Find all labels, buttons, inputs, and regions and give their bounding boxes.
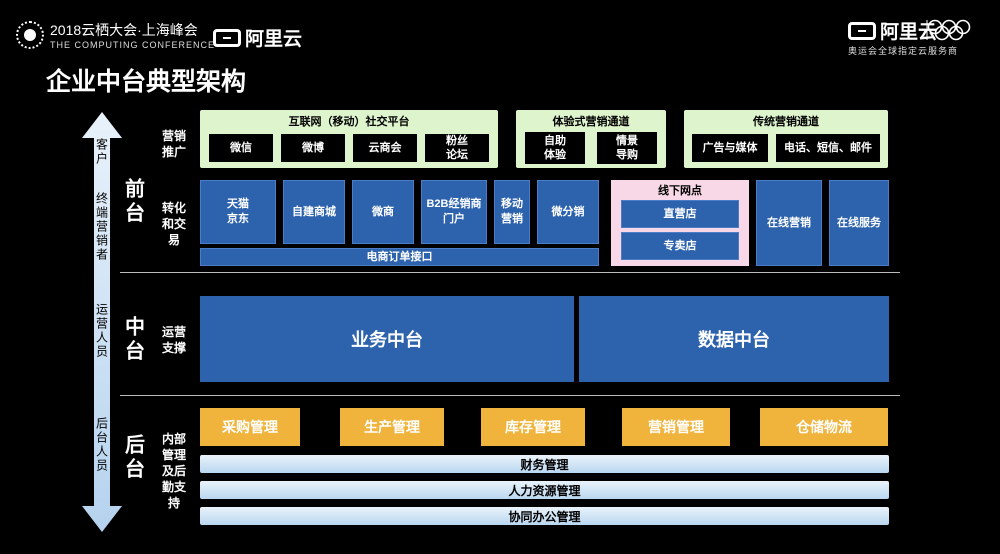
brand-name: 阿里云 (245, 29, 303, 50)
experience-channel-panel: 体验式营销通道 自助 体验 情景 导购 (516, 110, 666, 168)
offline-outlets-title: 线下网点 (658, 185, 702, 197)
alibaba-cloud-logo: 阿里云 (213, 24, 302, 51)
role-terminal-marketer: 终端营销者 (94, 192, 109, 262)
trade-wechat-store: 微商 (352, 180, 414, 244)
module-warehouse-logistics: 仓储物流 (760, 408, 888, 446)
row-label-trade: 转化 和交 易 (161, 201, 186, 247)
traditional-channel-title: 传统营销通道 (753, 116, 819, 128)
row-label-marketing: 营销 推广 (161, 129, 186, 159)
module-inventory: 库存管理 (481, 408, 585, 446)
trade-b2b-portal: B2B经销商 门户 (421, 180, 487, 244)
channel-weibo: 微博 (281, 134, 345, 162)
social-platform-panel: 互联网（移动）社交平台 微信 微博 云商会 粉丝 论坛 (200, 110, 498, 168)
row-label-ops: 运营 支撑 (161, 325, 186, 355)
channel-phone-sms-email: 电话、短信、邮件 (776, 134, 880, 162)
experience-channel-title: 体验式营销通道 (552, 116, 630, 128)
event-subtitle: THE COMPUTING CONFERENCE (50, 40, 216, 50)
channel-fan-forum: 粉丝 论坛 (425, 134, 489, 162)
conference-logo-icon (16, 21, 44, 49)
page-title: 企业中台典型架构 (46, 68, 247, 96)
role-backoffice: 后台人员 (94, 417, 109, 473)
tier-back: 后台 (121, 434, 144, 482)
trade-online-service: 在线服务 (829, 180, 889, 266)
trade-online-marketing: 在线营销 (756, 180, 822, 266)
trade-mobile-marketing: 移动 营销 (494, 180, 530, 244)
traditional-channel-panel: 传统营销通道 广告与媒体 电话、短信、邮件 (684, 110, 888, 168)
bar-finance: 财务管理 (200, 455, 889, 473)
double-arrow-icon (82, 112, 122, 532)
bar-office-collab: 协同办公管理 (200, 507, 889, 525)
ecommerce-order-interface: 电商订单接口 (200, 248, 599, 266)
alibaba-cloud-mark-icon (848, 21, 876, 40)
business-middle-platform: 业务中台 (200, 296, 574, 382)
olympic-rings-icon (926, 19, 971, 41)
module-production: 生产管理 (340, 408, 444, 446)
tier-front: 前台 (121, 178, 144, 226)
trade-micro-distribution: 微分销 (537, 180, 599, 244)
partner-tagline: 奥运会全球指定云服务商 (848, 46, 959, 56)
brand-name-right: 阿里云 (880, 22, 938, 43)
bar-hr: 人力资源管理 (200, 481, 889, 499)
offline-outlets-panel: 线下网点 直营店 专卖店 (611, 180, 749, 266)
channel-scenario-guide: 情景 导购 (597, 132, 657, 164)
module-procurement: 采购管理 (200, 408, 300, 446)
channel-self-experience: 自助 体验 (525, 132, 585, 164)
trade-tmall-jd: 天猫 京东 (200, 180, 276, 244)
alibaba-cloud-mark-icon (213, 28, 241, 47)
data-middle-platform: 数据中台 (579, 296, 889, 382)
alibaba-cloud-logo-right: 阿里云 (848, 17, 937, 44)
trade-own-mall: 自建商城 (283, 180, 345, 244)
event-title: 2018云栖大会·上海峰会 (50, 22, 198, 38)
channel-wechat: 微信 (209, 134, 273, 162)
social-platform-title: 互联网（移动）社交平台 (288, 116, 410, 128)
row-label-internal: 内部 管理 及后 勤支 持 (161, 432, 186, 510)
channel-yunshanghui: 云商会 (353, 134, 417, 162)
outlet-franchise-store: 专卖店 (621, 232, 739, 260)
tier-middle: 中台 (121, 316, 144, 364)
channel-advertising: 广告与媒体 (692, 134, 768, 162)
module-marketing-mgmt: 营销管理 (622, 408, 730, 446)
outlet-direct-store: 直营店 (621, 200, 739, 228)
role-operator: 运营人员 (94, 303, 109, 359)
tier-divider-2 (120, 395, 900, 396)
tier-divider-1 (120, 272, 900, 273)
role-customer: 客户 (94, 138, 109, 166)
